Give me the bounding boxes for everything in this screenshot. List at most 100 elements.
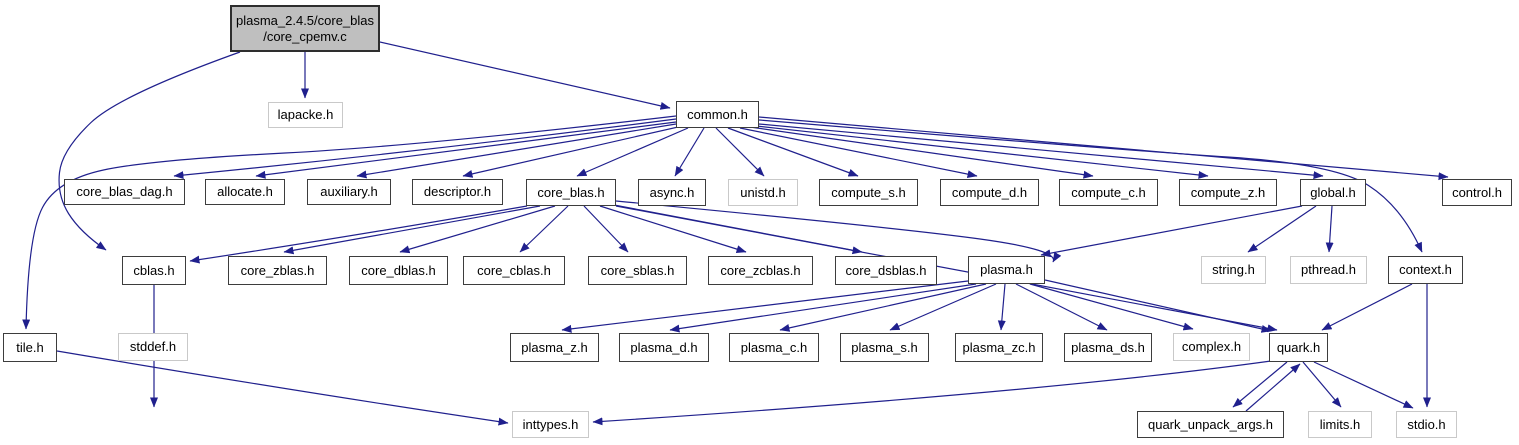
edge-common-to-descriptor [462, 126, 679, 178]
node-core_dsblas[interactable]: core_dsblas.h [835, 256, 937, 285]
node-plasma_ds[interactable]: plasma_ds.h [1064, 333, 1152, 362]
edge-src-to-cblas [58, 51, 241, 251]
edge-common-to-unistd [715, 127, 765, 177]
edge-quark-to-stdio [1313, 361, 1414, 409]
node-label: tile.h [16, 339, 44, 355]
edge-plasma-to-plasma_ds [1015, 283, 1108, 331]
node-src: plasma_2.4.5/core_blas/core_cpemv.c [230, 5, 380, 52]
node-label: allocate.h [217, 184, 273, 200]
edge-common-to-control [758, 116, 1449, 181]
node-plasma_zc[interactable]: plasma_zc.h [955, 333, 1043, 362]
node-label: pthread.h [1301, 262, 1356, 278]
node-label: compute_d.h [951, 184, 1028, 200]
node-plasma[interactable]: plasma.h [968, 256, 1045, 284]
node-label: cblas.h [133, 262, 175, 278]
node-core_sblas[interactable]: core_sblas.h [588, 256, 687, 285]
node-core_blas_dag[interactable]: core_blas_dag.h [64, 179, 185, 205]
edge-common-to-compute_z [755, 125, 1209, 179]
edge-plasma-to-plasma_zc [997, 283, 1006, 331]
node-global[interactable]: global.h [1300, 179, 1366, 206]
node-compute_s[interactable]: compute_s.h [819, 179, 918, 206]
node-core_cblas[interactable]: core_cblas.h [463, 256, 565, 285]
node-plasma_z[interactable]: plasma_z.h [510, 333, 599, 362]
node-tile[interactable]: tile.h [3, 333, 57, 362]
node-label: core_zblas.h [240, 262, 315, 278]
node-label: core_zcblas.h [720, 262, 801, 278]
node-label: quark.h [1276, 339, 1321, 355]
node-label: control.h [1452, 184, 1502, 200]
edge-common-to-allocate [255, 121, 677, 179]
edge-quark-to-limits [1302, 361, 1342, 408]
node-compute_d[interactable]: compute_d.h [940, 179, 1039, 206]
node-common[interactable]: common.h [676, 101, 759, 128]
node-allocate[interactable]: allocate.h [205, 179, 285, 205]
node-label: stddef.h [129, 339, 177, 355]
edge-common-to-tile [22, 115, 677, 330]
node-label: async.h [649, 184, 695, 200]
node-compute_z[interactable]: compute_z.h [1179, 179, 1277, 206]
node-label: plasma_s.h [851, 339, 918, 355]
node-label: plasma_2.4.5/core_blas/core_cpemv.c [235, 12, 375, 44]
node-label: plasma_z.h [521, 339, 588, 355]
edge-plasma-to-plasma_z [561, 280, 969, 333]
node-pthread: pthread.h [1290, 256, 1367, 284]
node-label: compute_z.h [1190, 184, 1266, 200]
edge-quark-to-inttypes [592, 360, 1272, 426]
node-auxiliary[interactable]: auxiliary.h [307, 179, 391, 205]
edge-common-to-compute_d [739, 127, 978, 179]
node-core_blas[interactable]: core_blas.h [526, 179, 616, 206]
edge-common-to-context [758, 119, 1423, 253]
node-compute_c[interactable]: compute_c.h [1059, 179, 1158, 206]
node-quark[interactable]: quark.h [1269, 333, 1328, 362]
node-plasma_d[interactable]: plasma_d.h [619, 333, 709, 362]
node-label: limits.h [1319, 416, 1361, 432]
edge-plasma-to-plasma_c [779, 283, 987, 332]
node-label: compute_c.h [1071, 184, 1146, 200]
edge-plasma-to-plasma_d [669, 283, 977, 333]
node-core_zcblas[interactable]: core_zcblas.h [708, 256, 813, 285]
node-label: core_blas_dag.h [76, 184, 173, 200]
node-control[interactable]: control.h [1442, 179, 1512, 206]
edge-plasma-to-quark [1044, 279, 1272, 333]
node-label: inttypes.h [522, 416, 579, 432]
node-label: compute_s.h [831, 184, 906, 200]
node-label: global.h [1310, 184, 1356, 200]
edge-common-to-auxiliary [356, 123, 677, 179]
node-stddef: stddef.h [118, 333, 188, 361]
node-label: descriptor.h [423, 184, 492, 200]
edge-common-to-async [674, 127, 705, 177]
edge-quark_unpack_args-to-quark [1245, 363, 1301, 412]
node-unistd: unistd.h [728, 179, 798, 206]
node-label: plasma_zc.h [962, 339, 1036, 355]
edge-plasma-to-complex [1029, 283, 1194, 331]
node-label: core_sblas.h [600, 262, 675, 278]
node-label: stdio.h [1407, 416, 1446, 432]
node-label: core_blas.h [537, 184, 605, 200]
edge-context-to-quark [1321, 283, 1413, 331]
edge-global-to-plasma [1040, 205, 1303, 258]
node-descriptor[interactable]: descriptor.h [412, 179, 503, 205]
node-plasma_c[interactable]: plasma_c.h [729, 333, 819, 362]
node-core_dblas[interactable]: core_dblas.h [349, 256, 448, 285]
node-core_zblas[interactable]: core_zblas.h [228, 256, 327, 285]
node-label: lapacke.h [277, 107, 334, 123]
node-label: core_cblas.h [477, 262, 551, 278]
node-label: string.h [1212, 262, 1255, 278]
node-context[interactable]: context.h [1388, 256, 1463, 284]
node-label: common.h [687, 106, 748, 122]
node-cblas[interactable]: cblas.h [122, 256, 186, 285]
edge-core_blas-to-plasma [615, 200, 1062, 263]
edge-core_blas-to-core_dblas [399, 205, 556, 254]
node-label: unistd.h [740, 184, 786, 200]
node-async[interactable]: async.h [638, 179, 706, 206]
edge-core_blas-to-core_sblas [583, 205, 629, 253]
edge-common-to-compute_c [749, 126, 1094, 179]
edge-global-to-string [1247, 205, 1317, 253]
edge-core_blas-to-core_zblas [283, 205, 541, 255]
node-plasma_s[interactable]: plasma_s.h [840, 333, 929, 362]
node-quark_unpack_args[interactable]: quark_unpack_args.h [1137, 411, 1284, 438]
node-lapacke: lapacke.h [268, 102, 343, 128]
node-label: context.h [1399, 262, 1452, 278]
edge-core_blas-to-quark [615, 205, 1278, 333]
